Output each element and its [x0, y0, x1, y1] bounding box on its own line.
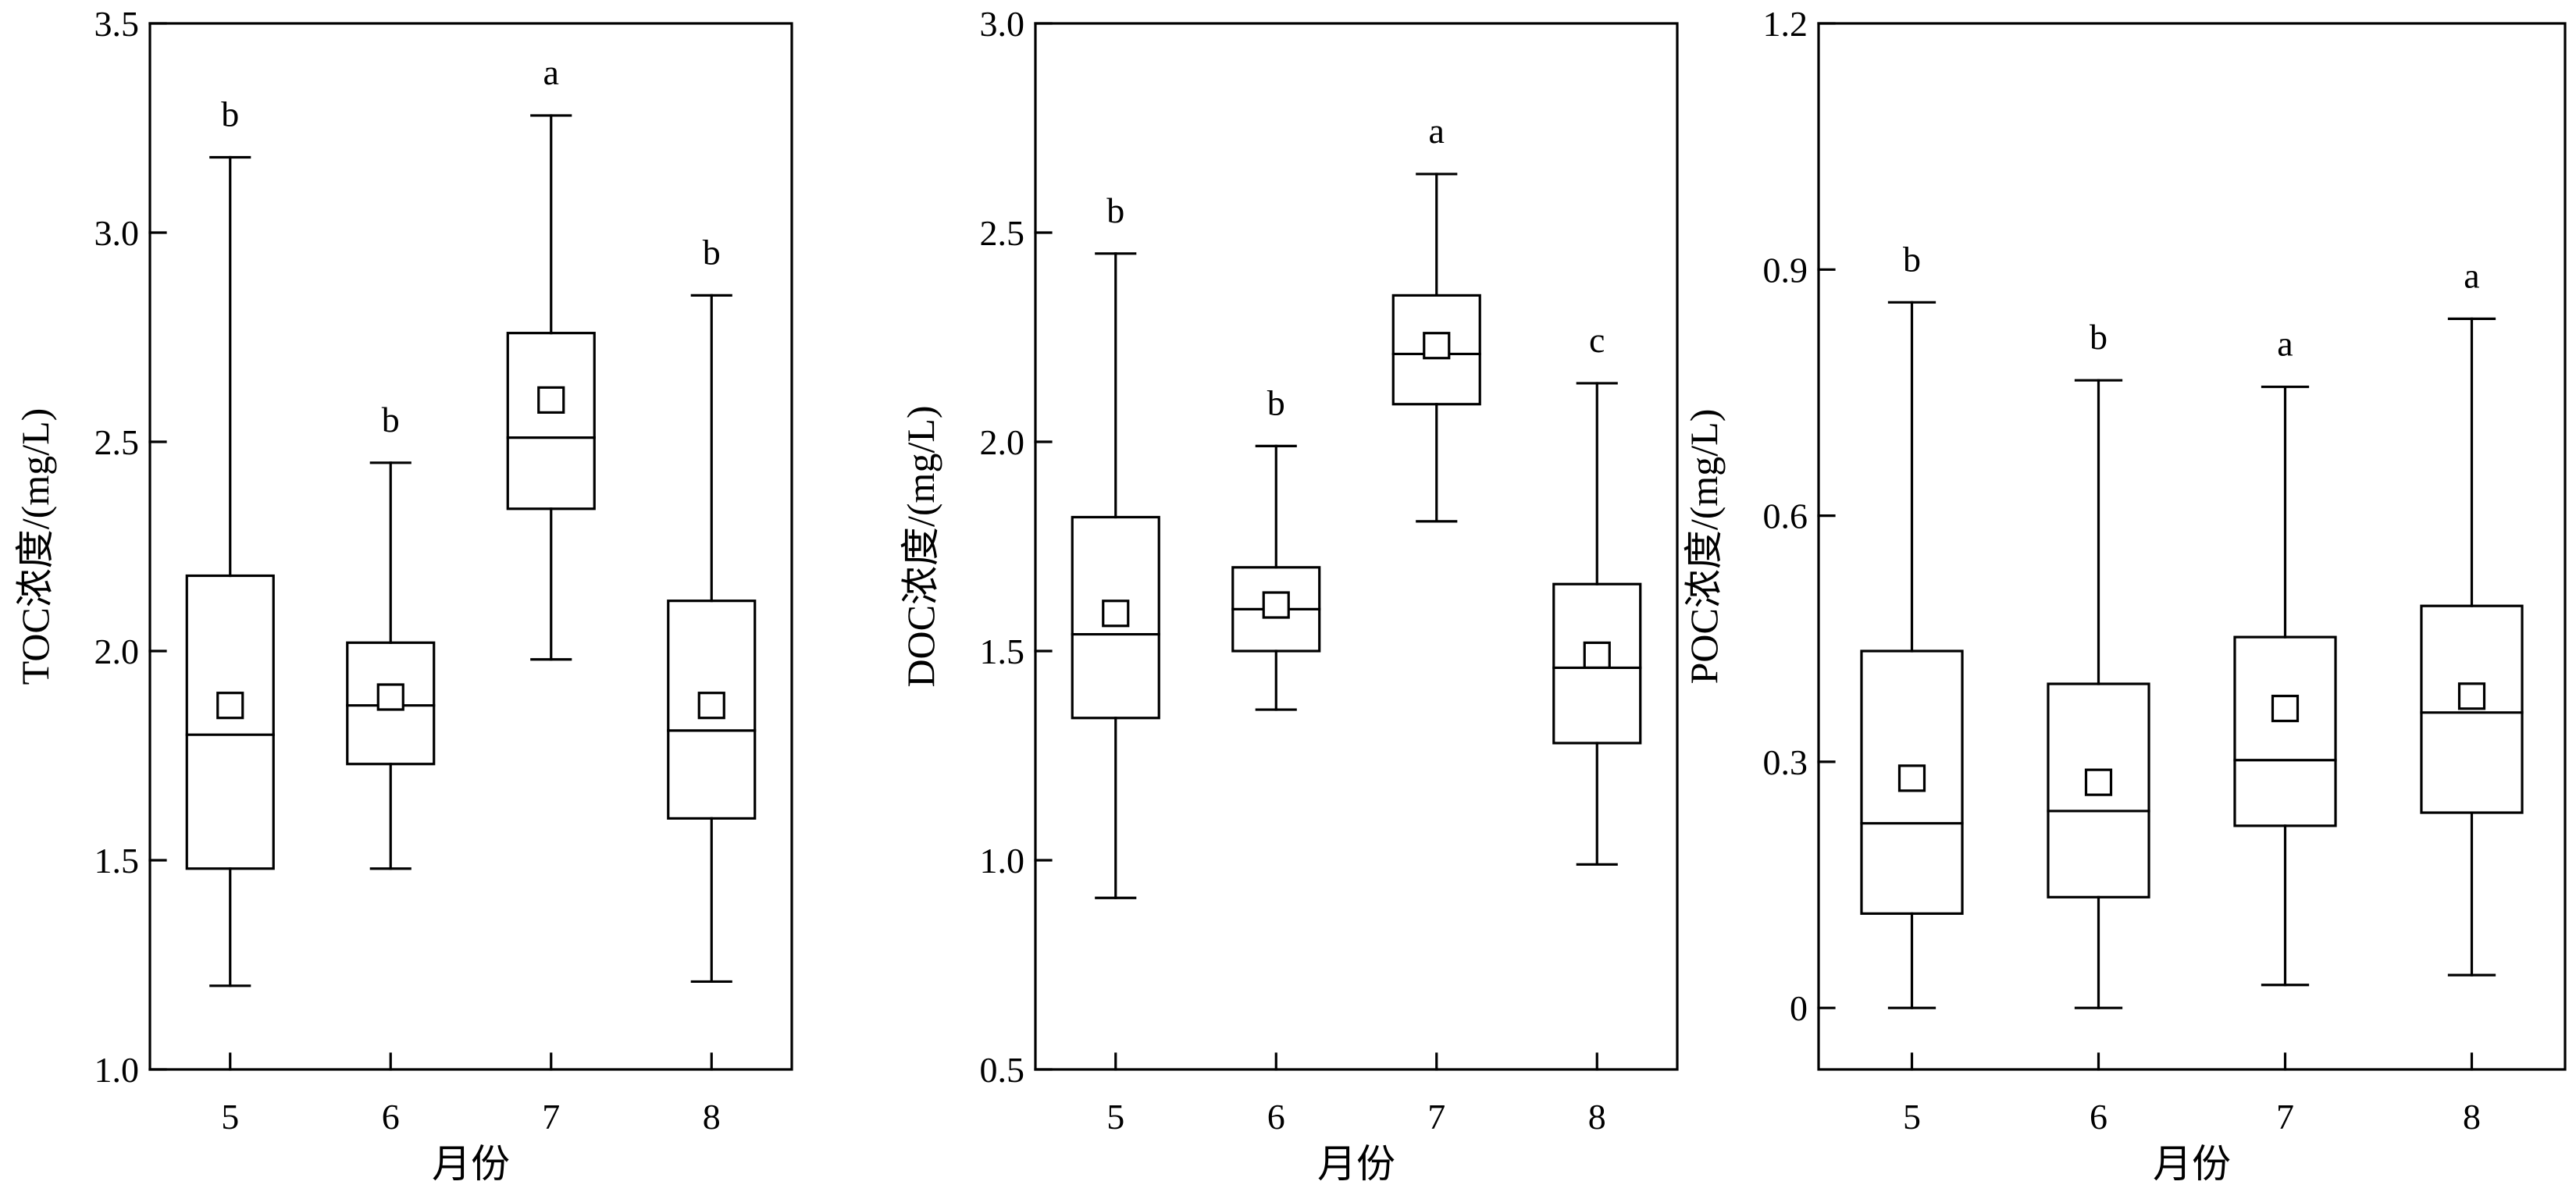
mean-marker	[2084, 768, 2113, 796]
x-tick-label: 8	[1588, 1097, 1606, 1137]
y-tick-label: 1.2	[1763, 4, 1808, 44]
mean-marker	[2271, 694, 2300, 723]
mean-marker	[1102, 600, 1130, 628]
y-tick-label: 2.0	[980, 422, 1025, 462]
y-tick-label: 0.9	[1763, 250, 1808, 290]
mean-marker	[537, 386, 565, 414]
y-tick-label: 2.0	[94, 632, 140, 671]
mean-marker	[1423, 332, 1451, 360]
y-tick-label: 3.5	[94, 4, 140, 44]
y-tick-label: 2.5	[94, 422, 140, 462]
x-tick-label: 5	[1903, 1097, 1921, 1137]
significance-letter: b	[1106, 190, 1124, 230]
mean-marker	[1583, 641, 1611, 669]
y-tick-label: 3.0	[980, 4, 1025, 44]
significance-letter: b	[382, 400, 400, 439]
significance-letter: b	[2090, 317, 2107, 357]
x-axis-title: 月份	[1317, 1142, 1395, 1186]
y-tick-label: 1.5	[94, 841, 140, 881]
x-tick-label: 7	[1427, 1097, 1445, 1137]
mean-marker	[1262, 591, 1290, 619]
x-tick-label: 5	[221, 1097, 239, 1137]
x-tick-label: 7	[542, 1097, 560, 1137]
iqr-box	[1391, 294, 1481, 406]
x-tick-label: 6	[382, 1097, 400, 1137]
significance-letter: a	[543, 52, 559, 92]
y-tick-label: 1.5	[980, 632, 1025, 671]
panel-frame	[1034, 22, 1679, 1071]
iqr-box	[1071, 515, 1160, 720]
iqr-box	[1552, 582, 1642, 745]
iqr-box	[2233, 635, 2337, 827]
y-tick-label: 2.5	[980, 213, 1025, 253]
mean-marker	[1897, 764, 1926, 792]
iqr-box	[2420, 604, 2524, 814]
significance-letter: b	[1903, 239, 1921, 279]
x-tick-label: 8	[703, 1097, 721, 1137]
y-axis-title: DOC浓度/(mg/L)	[899, 405, 942, 687]
x-tick-label: 5	[1106, 1097, 1124, 1137]
iqr-box	[506, 332, 596, 511]
significance-letter: a	[2464, 255, 2479, 295]
iqr-box	[2047, 682, 2150, 898]
y-tick-label: 1.0	[94, 1050, 140, 1090]
mean-marker	[697, 692, 725, 720]
x-tick-label: 6	[2090, 1097, 2107, 1137]
x-tick-label: 7	[2276, 1097, 2294, 1137]
significance-letter: a	[1429, 111, 1445, 151]
iqr-box	[346, 641, 436, 766]
y-tick-label: 0.6	[1763, 496, 1808, 536]
significance-letter: a	[2277, 324, 2293, 364]
mean-marker	[2457, 682, 2486, 710]
y-tick-label: 1.0	[980, 841, 1025, 881]
mean-marker	[216, 692, 244, 720]
panel-frame	[148, 22, 793, 1071]
significance-letter: c	[1589, 320, 1605, 360]
y-axis-title: POC浓度/(mg/L)	[1682, 409, 1726, 685]
significance-letter: b	[221, 94, 239, 134]
significance-letter: b	[703, 232, 721, 272]
mean-marker	[376, 683, 404, 711]
x-tick-label: 8	[2463, 1097, 2481, 1137]
y-axis-title: TOC浓度/(mg/L)	[13, 408, 57, 685]
y-tick-label: 0	[1790, 988, 1808, 1028]
panel-frame	[1817, 22, 2567, 1071]
y-tick-label: 0.3	[1763, 742, 1808, 782]
x-axis-title: 月份	[432, 1142, 510, 1186]
y-tick-label: 0.5	[980, 1050, 1025, 1090]
x-axis-title: 月份	[2153, 1142, 2231, 1186]
x-tick-label: 6	[1267, 1097, 1285, 1137]
iqr-box	[1860, 649, 1964, 915]
significance-letter: b	[1267, 383, 1285, 422]
iqr-box	[185, 574, 275, 870]
iqr-box	[667, 600, 757, 820]
y-tick-label: 3.0	[94, 213, 140, 253]
